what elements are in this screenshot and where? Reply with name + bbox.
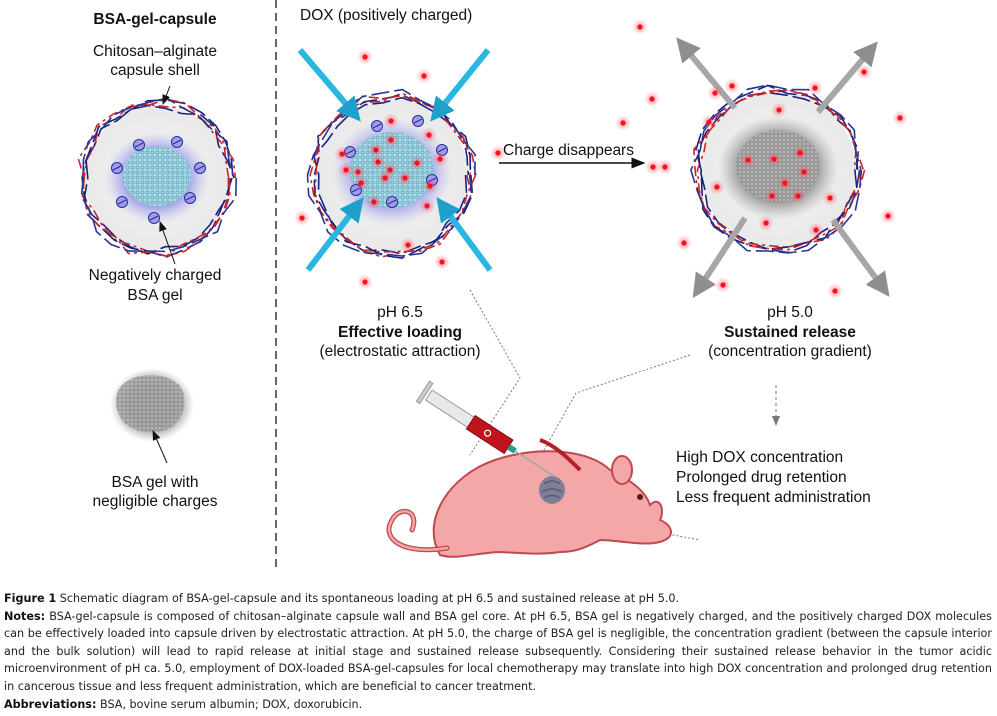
dox-molecule bbox=[414, 160, 420, 166]
dox-molecule bbox=[362, 54, 368, 60]
dox-molecule bbox=[437, 156, 443, 162]
dox-molecule bbox=[620, 120, 626, 126]
dox-molecule bbox=[712, 90, 718, 96]
dox-molecule bbox=[373, 147, 379, 153]
gel-core bbox=[123, 146, 191, 206]
abbreviations-text: BSA, bovine serum albumin; DOX, doxorubi… bbox=[100, 697, 363, 711]
loading-ph: pH 6.5 bbox=[377, 304, 423, 321]
dox-molecule bbox=[720, 282, 726, 288]
abbreviations-label: Abbreviations: bbox=[4, 697, 97, 711]
mouse-illustration bbox=[386, 438, 672, 558]
dox-molecule bbox=[813, 227, 819, 233]
capsule-shell-fiber bbox=[693, 88, 866, 251]
dox-molecule bbox=[729, 83, 735, 89]
neutral-gel-pointer-arrow bbox=[152, 430, 168, 464]
dox-molecule bbox=[355, 169, 361, 175]
dox-molecule bbox=[426, 132, 432, 138]
outcome-item: Less frequent administration bbox=[676, 489, 871, 506]
capsule-shell-fiber bbox=[695, 84, 859, 250]
notes-text: BSA-gel-capsule is composed of chitosan–… bbox=[4, 609, 992, 693]
caption-notes: Notes: BSA-gel-capsule is composed of ch… bbox=[4, 608, 992, 696]
dox-molecule bbox=[362, 279, 368, 285]
dox-molecule bbox=[885, 213, 891, 219]
dox-molecule bbox=[812, 85, 818, 91]
notes-label: Notes: bbox=[4, 609, 46, 623]
capsule-negatively-charged bbox=[77, 97, 237, 258]
dox-molecule bbox=[795, 193, 801, 199]
dox-molecule bbox=[827, 195, 833, 201]
dox-molecule bbox=[388, 118, 394, 124]
dox-molecule bbox=[769, 193, 775, 199]
dox-molecule bbox=[763, 220, 769, 226]
dox-molecule bbox=[402, 175, 408, 181]
outcome-item: High DOX concentration bbox=[676, 449, 844, 466]
figure-label: Figure 1 bbox=[4, 592, 57, 605]
dox-molecule bbox=[782, 180, 788, 186]
dox-molecule bbox=[649, 96, 655, 102]
dox-molecule bbox=[405, 242, 411, 248]
loading-title: Effective loading bbox=[337, 324, 463, 341]
dox-molecule bbox=[797, 150, 803, 156]
dox-molecule bbox=[861, 69, 867, 75]
outcome-item: Prolonged drug retention bbox=[676, 469, 847, 486]
capsule-shell-fiber bbox=[77, 98, 237, 258]
dox-molecule bbox=[371, 199, 377, 205]
capsule-release bbox=[690, 84, 866, 254]
dox-molecule bbox=[421, 73, 427, 79]
capsule-shell-fiber bbox=[80, 97, 237, 253]
transition-label: Charge disappears bbox=[503, 142, 634, 159]
dox-molecule bbox=[776, 107, 782, 113]
shell-label-line2: capsule shell bbox=[110, 62, 200, 79]
dox-molecule bbox=[681, 240, 687, 246]
gel-pointer-arrow bbox=[159, 221, 176, 265]
outcome-list: High DOX concentration Prolonged drug re… bbox=[676, 448, 916, 508]
dox-molecule bbox=[439, 259, 445, 265]
loading-mechanism: (electrostatic attraction) bbox=[319, 343, 481, 360]
schematic-figure bbox=[77, 0, 908, 570]
figure-caption: Figure 1 Schematic diagram of BSA-gel-ca… bbox=[4, 590, 992, 713]
release-ph: pH 5.0 bbox=[767, 304, 813, 321]
neutral-gel-label-line2: negligible charges bbox=[92, 493, 218, 510]
capsule-shell-fiber bbox=[306, 88, 476, 257]
caption-abbreviations: Abbreviations: BSA, bovine serum albumin… bbox=[4, 696, 992, 714]
dox-molecule bbox=[358, 180, 364, 186]
dox-molecule bbox=[832, 288, 838, 294]
dox-molecule bbox=[897, 115, 903, 121]
dox-label: DOX (positively charged) bbox=[300, 7, 473, 24]
dox-molecule bbox=[375, 159, 381, 165]
shell-label-line1: Chitosan–alginate bbox=[92, 43, 218, 60]
capsule-shell-fiber bbox=[81, 103, 230, 257]
release-mechanism: (concentration gradient) bbox=[708, 343, 872, 360]
shell-pointer-arrow bbox=[162, 85, 171, 105]
figure-text: Schematic diagram of BSA-gel-capsule and… bbox=[59, 592, 680, 605]
capsule-shell-fiber bbox=[690, 84, 863, 254]
loading-arrows bbox=[297, 48, 493, 272]
free-dox-molecules bbox=[294, 19, 908, 299]
dox-molecule bbox=[388, 137, 394, 143]
dox-molecule bbox=[662, 164, 668, 170]
dox-molecule bbox=[706, 119, 712, 125]
caption-figure-line: Figure 1 Schematic diagram of BSA-gel-ca… bbox=[4, 590, 992, 608]
dox-molecule bbox=[299, 215, 305, 221]
dox-molecule bbox=[771, 156, 777, 162]
dox-molecule bbox=[801, 169, 807, 175]
neutral-gel-label-line1: BSA gel with bbox=[111, 474, 199, 491]
dox-molecule bbox=[714, 184, 720, 190]
dox-molecule bbox=[650, 164, 656, 170]
dox-molecule bbox=[427, 183, 433, 189]
dox-molecule bbox=[382, 175, 388, 181]
release-title: Sustained release bbox=[724, 324, 856, 341]
dox-molecule bbox=[339, 151, 345, 157]
syringe-illustration bbox=[415, 380, 556, 478]
dox-molecule bbox=[745, 157, 751, 163]
dox-molecule bbox=[637, 24, 643, 30]
left-panel-title: BSA-gel-capsule bbox=[93, 11, 217, 28]
gel-label-line1: Negatively charged bbox=[88, 267, 222, 284]
gel-label-line2: BSA gel bbox=[127, 287, 183, 304]
dox-molecule bbox=[343, 167, 349, 173]
release-arrows bbox=[676, 37, 890, 299]
dox-molecule bbox=[495, 150, 501, 156]
dox-molecule bbox=[424, 203, 430, 209]
neutral-bsa-gel bbox=[110, 368, 194, 442]
